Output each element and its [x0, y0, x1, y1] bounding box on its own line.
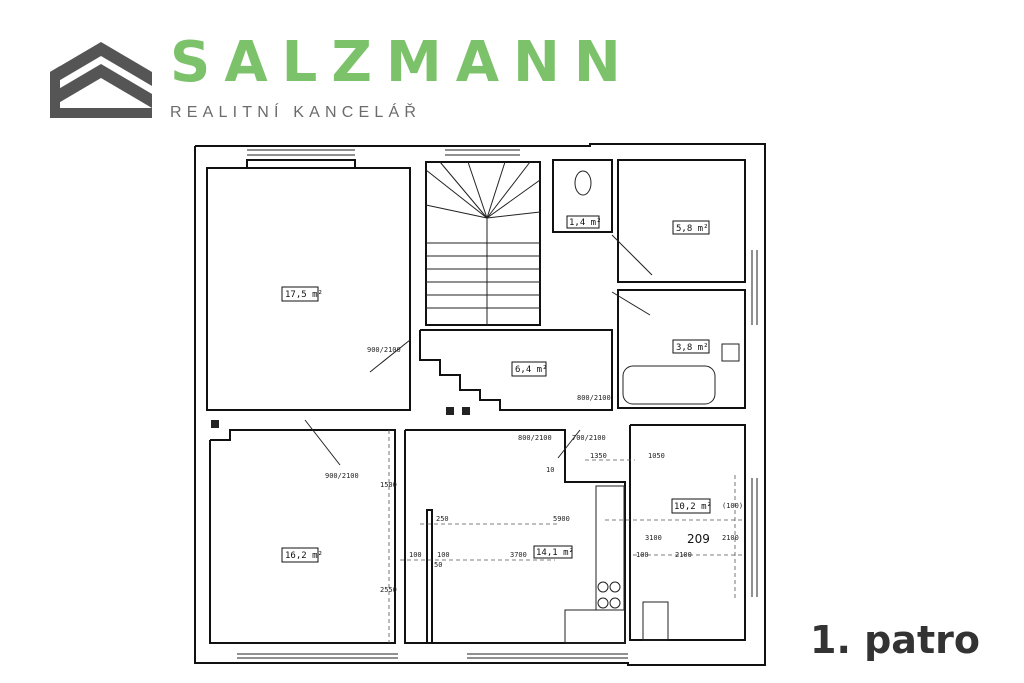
room-bedroom-2 [209, 429, 396, 644]
svg-text:17,5 m²: 17,5 m² [285, 290, 323, 300]
room-living [629, 424, 746, 641]
cabinet [642, 601, 669, 641]
chimney-icon [446, 407, 454, 415]
chimney-icon [211, 420, 219, 428]
dimension-text: 900/2100 [325, 472, 359, 480]
kitchen-cabinet [564, 609, 626, 644]
svg-text:3,8 m²: 3,8 m² [676, 343, 709, 353]
room-kitchen [404, 429, 626, 644]
dimension-text: 1050 [648, 452, 665, 460]
toilet-icon [574, 170, 592, 196]
dimension-text: 10 [546, 466, 554, 474]
svg-text:6,4 m²: 6,4 m² [515, 365, 548, 375]
dimension-text: 100 [409, 551, 422, 559]
room-label: 10,2 m² [671, 498, 712, 514]
dimension-text: 3700 [510, 551, 527, 559]
dimension-text: 2550 [380, 586, 397, 594]
dimension-text: 100 [636, 551, 649, 559]
dimension-text: 800/2100 [518, 434, 552, 442]
svg-text:10,2 m²: 10,2 m² [674, 502, 712, 512]
dimension-text: 2100 [722, 534, 739, 542]
svg-text:16,2 m²: 16,2 m² [285, 551, 323, 561]
room-label: 5,8 m² [672, 220, 710, 235]
dimension-text: 800/2100 [577, 394, 611, 402]
svg-text:5,8 m²: 5,8 m² [676, 224, 709, 234]
room-label: 6,4 m² [511, 361, 548, 377]
dimension-text: 900/2100 [367, 346, 401, 354]
room-label: 14,1 m² [533, 545, 574, 559]
dimension-text: 100 [437, 551, 450, 559]
room-wc [552, 159, 613, 233]
stove-icon [597, 581, 621, 609]
boiler-icon [721, 343, 740, 362]
dimension-lines [388, 430, 745, 643]
svg-text:1,4 m²: 1,4 m² [569, 218, 602, 228]
door-swings [304, 234, 653, 466]
room-hallway [419, 329, 613, 411]
stair-steps [425, 161, 541, 325]
partition-wall [426, 509, 433, 644]
exterior-walls [194, 143, 766, 666]
brand-tagline: REALITNÍ KANCELÁŘ [170, 104, 422, 121]
room-label: 1,4 m² [566, 215, 602, 229]
room-number: 209 [687, 532, 710, 546]
dimension-text: (100) [722, 502, 743, 510]
room-bedroom-1 [206, 167, 411, 411]
dimension-text: 2100 [675, 551, 692, 559]
dimension-text: 250 [436, 515, 449, 523]
bathtub-icon [622, 365, 716, 405]
room-bathroom [617, 289, 746, 409]
dimension-text: 700/2100 [572, 434, 606, 442]
floor-label: 1. patro [810, 618, 980, 662]
dimension-text: 1350 [590, 452, 607, 460]
logo-chevron-icon [50, 42, 152, 127]
chimney-icon [462, 407, 470, 415]
svg-text:14,1 m²: 14,1 m² [536, 548, 574, 558]
room-small [617, 159, 746, 283]
room-label: 16,2 m² [281, 547, 323, 563]
dimension-text: 5900 [553, 515, 570, 523]
room-label: 17,5 m² [281, 286, 323, 302]
brand-name: SALZMANN [170, 30, 635, 95]
dimension-text: 50 [434, 561, 442, 569]
room-label: 3,8 m² [672, 339, 710, 354]
dimension-text: 3100 [645, 534, 662, 542]
dimension-text: 1500 [380, 481, 397, 489]
